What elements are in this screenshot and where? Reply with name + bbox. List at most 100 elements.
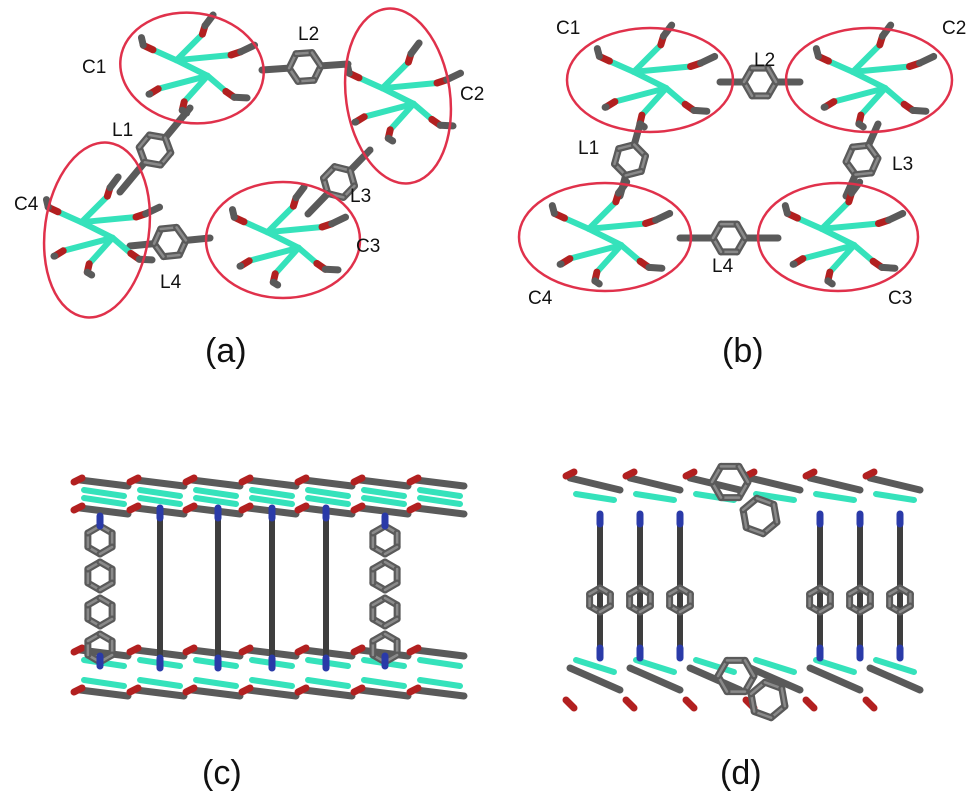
layer-bond xyxy=(188,686,244,700)
phenyl-ring-highlight xyxy=(624,170,643,177)
layer-bond xyxy=(626,474,684,494)
layer-metal-bond xyxy=(813,491,857,503)
layer-bond xyxy=(356,686,412,700)
layer-metal-bond xyxy=(633,491,677,503)
layer-bond xyxy=(412,646,468,660)
carboxylate-bond xyxy=(83,268,96,279)
metal-oxygen-bond xyxy=(818,198,852,232)
metal-oxygen-bond xyxy=(78,214,139,226)
label-l4: L4 xyxy=(160,272,182,293)
carboxylate-bond xyxy=(407,39,423,58)
carboxylate-bond xyxy=(878,263,899,272)
carboxylate-bond xyxy=(652,209,674,224)
label-c2: C2 xyxy=(942,18,966,39)
layer-bond xyxy=(244,686,300,700)
metal-oxygen-bond xyxy=(272,244,302,277)
metal-metal-bond xyxy=(585,225,625,249)
carboxylate-bond xyxy=(228,206,238,221)
layer-metal-bond xyxy=(693,657,737,675)
carboxylate-bond xyxy=(178,106,191,117)
carboxylate-bond xyxy=(812,45,822,60)
metal-oxygen-bond xyxy=(173,31,206,64)
linker-bond xyxy=(346,146,374,175)
layer-oxygen xyxy=(294,502,310,514)
layer-metal-bond xyxy=(193,495,239,507)
cluster-c2-ring xyxy=(784,26,954,134)
metal-oxygen-bond xyxy=(585,220,649,232)
linker-bond xyxy=(842,171,860,200)
phenyl-ring-highlight xyxy=(780,687,787,708)
metal-oxygen-bond xyxy=(606,58,637,75)
layer-oxygen xyxy=(238,502,254,514)
phenyl-ring-highlight xyxy=(678,604,692,614)
metal-oxygen-bond xyxy=(246,244,302,264)
layer-oxygen xyxy=(862,696,878,712)
layer-oxygen xyxy=(406,684,422,696)
metal-oxygen-bond xyxy=(818,220,882,232)
layer-bond xyxy=(356,476,412,490)
layer-bond xyxy=(412,504,468,518)
layer-metal-bond xyxy=(873,657,917,675)
metal-oxygen-bond xyxy=(155,72,211,92)
metal-oxygen-bond xyxy=(561,215,592,232)
cluster-c1-ring xyxy=(119,11,265,125)
metal-oxygen-bond xyxy=(830,85,889,105)
layer-oxygen xyxy=(802,696,818,712)
carboxylate-bond xyxy=(548,202,558,217)
layer-oxygen xyxy=(802,468,818,480)
metal-oxygen-bond xyxy=(55,208,85,226)
carboxylate-bond xyxy=(328,213,350,228)
phenyl-ring-highlight xyxy=(735,222,747,240)
carboxylate-bond xyxy=(855,120,867,131)
metal-oxygen-bond xyxy=(857,85,889,119)
layer-oxygen xyxy=(182,502,198,514)
label-l3: L3 xyxy=(350,186,371,207)
layer-metal-bond xyxy=(249,495,295,507)
cluster-c2-ring xyxy=(343,7,453,185)
carboxylate-bond xyxy=(593,45,603,60)
layer-oxygen xyxy=(70,644,86,656)
metal-oxygen-bond xyxy=(794,215,825,232)
linker-bond xyxy=(258,64,293,74)
metal-metal-bond xyxy=(630,68,670,92)
layer-oxygen xyxy=(294,474,310,486)
carboxylate-bond xyxy=(106,173,122,192)
metal-metal-bond xyxy=(173,57,211,79)
phenyl-ring-highlight xyxy=(383,545,399,556)
layer-oxygen xyxy=(406,474,422,486)
layer-metal-bond xyxy=(137,495,183,507)
linker-bond xyxy=(116,158,149,196)
layer-bond xyxy=(132,476,188,490)
layer-oxygen xyxy=(70,684,86,696)
layer-bond xyxy=(300,686,356,700)
layer-metal-bond xyxy=(361,487,407,499)
layer-bond xyxy=(746,664,804,694)
carboxylate-bond xyxy=(343,62,353,77)
layer-bond xyxy=(686,664,744,694)
layer-oxygen xyxy=(238,684,254,696)
metal-oxygen-bond xyxy=(181,72,211,105)
layer-oxygen xyxy=(126,502,142,514)
carboxylate-bond xyxy=(237,41,259,56)
layer-oxygen xyxy=(126,474,142,486)
cluster-c3-ring xyxy=(756,181,920,293)
layer-bond xyxy=(244,476,300,490)
layer-metal-bond xyxy=(753,657,797,675)
metal-oxygen-bond xyxy=(387,100,417,133)
layer-oxygen xyxy=(70,502,86,514)
label-l2: L2 xyxy=(754,50,775,71)
carboxylate-bond xyxy=(916,52,938,67)
panel-d: (d) xyxy=(562,462,924,792)
label-l4: L4 xyxy=(712,256,734,277)
carboxylate-bond xyxy=(636,120,648,131)
panel-b: C1 C2 C3 C4 L1 L2 L3 L4 (b) xyxy=(517,18,966,370)
layer-metal-bond xyxy=(193,487,239,499)
label-l2: L2 xyxy=(298,24,319,45)
phenyl-ring-highlight xyxy=(766,66,778,84)
metal-oxygen-bond xyxy=(379,59,412,92)
linker-bond xyxy=(864,120,882,149)
layer-oxygen xyxy=(562,696,578,712)
caption-b: (b) xyxy=(722,332,764,370)
carboxylate-bond xyxy=(690,106,711,115)
